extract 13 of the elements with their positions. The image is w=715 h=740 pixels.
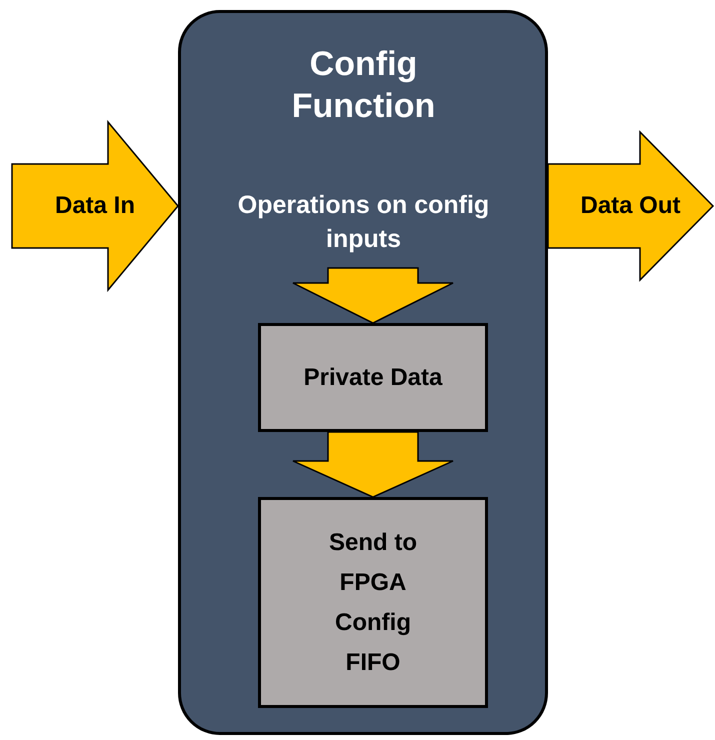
box-text: Private Data	[304, 362, 442, 392]
process-box	[258, 323, 488, 432]
process-box	[258, 497, 488, 708]
block-arrow	[11, 120, 179, 292]
function-container	[178, 10, 548, 735]
container-title: Config Function	[290, 44, 436, 127]
container-description: Operations on config inputs	[236, 190, 490, 255]
block-arrow	[547, 130, 714, 282]
box-text: Send to FPGA Config FIFO	[328, 528, 418, 678]
block-arrow	[292, 267, 454, 324]
edge-label: Data Out	[580, 191, 680, 221]
edge-label: Data In	[55, 191, 135, 221]
block-arrow	[292, 431, 454, 498]
